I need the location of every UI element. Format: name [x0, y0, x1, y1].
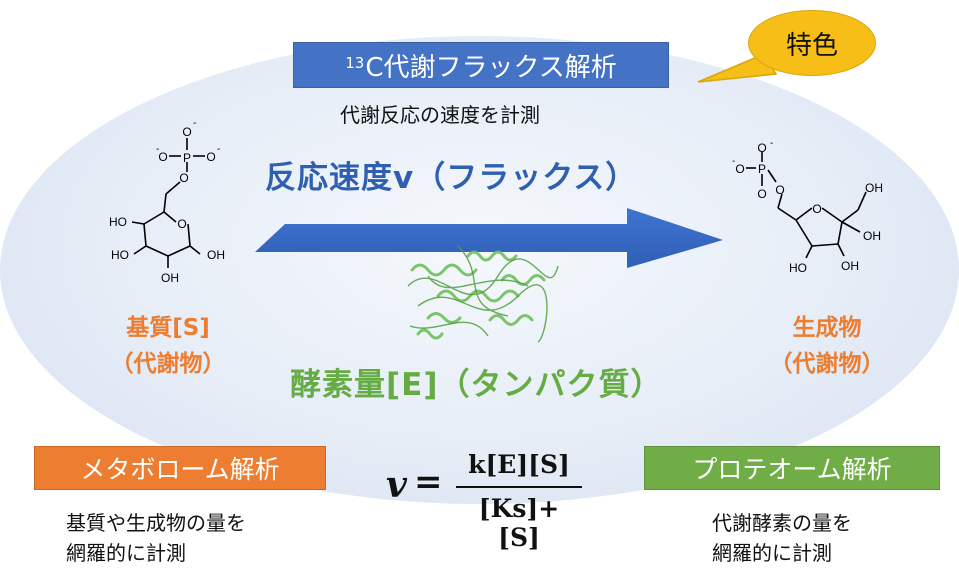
phosphorus-atom: P [183, 151, 191, 165]
charge-sign: - [156, 144, 159, 155]
substrate-structure: P O - O - O - O O HO HO OH OH [109, 118, 225, 285]
metabolome-desc-line1: 基質や生成物の量を [66, 511, 246, 535]
metabolome-title-box: メタボローム解析 [34, 446, 326, 490]
flux-label: 反応速度v（フラックス） [265, 160, 638, 196]
product-structure: P O - O - O O O OH OH OH HO [732, 142, 883, 275]
oxygen-atom: O [757, 142, 766, 155]
proteome-desc-line1: 代謝酵素の量を [712, 511, 852, 535]
charge-sign: - [770, 142, 773, 149]
charge-sign: - [193, 118, 196, 129]
phosphorus-atom: P [758, 162, 766, 176]
flux-analysis-title: C代謝フラックス解析 [365, 52, 617, 83]
ring-oxygen-atom: O [812, 202, 821, 216]
hydroxyl-group: OH [161, 271, 179, 285]
hydroxyl-group: HO [109, 215, 127, 229]
oxygen-atom: O [206, 150, 215, 164]
product-name: 生成物 [792, 315, 862, 341]
hydroxyl-group: OH [841, 259, 859, 273]
hydroxyl-group: OH [865, 181, 883, 195]
oxygen-atom: O [757, 187, 766, 201]
equation-equals: = [414, 462, 443, 502]
protein-structure-icon [407, 245, 559, 343]
hydroxyl-group: OH [207, 248, 225, 262]
equation-denominator: [Ks]+[S] [478, 494, 560, 552]
hydroxyl-group: HO [111, 248, 129, 262]
oxygen-atom: O [158, 150, 167, 164]
enzyme-label: 酵素量[E]（タンパク質） [290, 367, 663, 403]
product-type: （代謝物） [769, 351, 885, 377]
hydroxyl-group: HO [789, 261, 807, 275]
arrow-right-icon [255, 208, 723, 268]
feature-badge: 特色 [748, 10, 876, 76]
substrate-name: 基質[S] [126, 315, 210, 341]
substrate-label: 基質[S] （代謝物） [88, 310, 248, 382]
oxygen-atom: O [775, 183, 784, 197]
proteome-title: プロテオーム解析 [692, 455, 892, 484]
product-label: 生成物 （代謝物） [752, 310, 902, 382]
flux-analysis-subtitle: 代謝反応の速度を計測 [340, 103, 540, 127]
proteome-desc-line2: 網羅的に計測 [712, 541, 832, 565]
proteome-title-box: プロテオーム解析 [644, 446, 940, 490]
equation-lhs: v [386, 464, 407, 506]
proteome-description: 代謝酵素の量を 網羅的に計測 [712, 508, 852, 568]
equation-numerator: k[E][S] [468, 450, 570, 479]
metabolome-description: 基質や生成物の量を 網羅的に計測 [66, 508, 246, 568]
substrate-type: （代謝物） [110, 351, 226, 377]
fraction-bar [456, 486, 582, 488]
ring-oxygen-atom: O [177, 217, 186, 231]
metabolome-desc-line2: 網羅的に計測 [66, 541, 186, 565]
background-ellipse [0, 36, 959, 504]
oxygen-atom: O [182, 125, 191, 139]
isotope-superscript: 13 [345, 54, 365, 72]
hydroxyl-group: OH [863, 229, 881, 243]
oxygen-atom: O [179, 171, 188, 185]
charge-sign: - [732, 156, 735, 167]
charge-sign: - [217, 144, 220, 155]
oxygen-atom: O [735, 162, 744, 176]
metabolome-title: メタボローム解析 [80, 455, 280, 484]
